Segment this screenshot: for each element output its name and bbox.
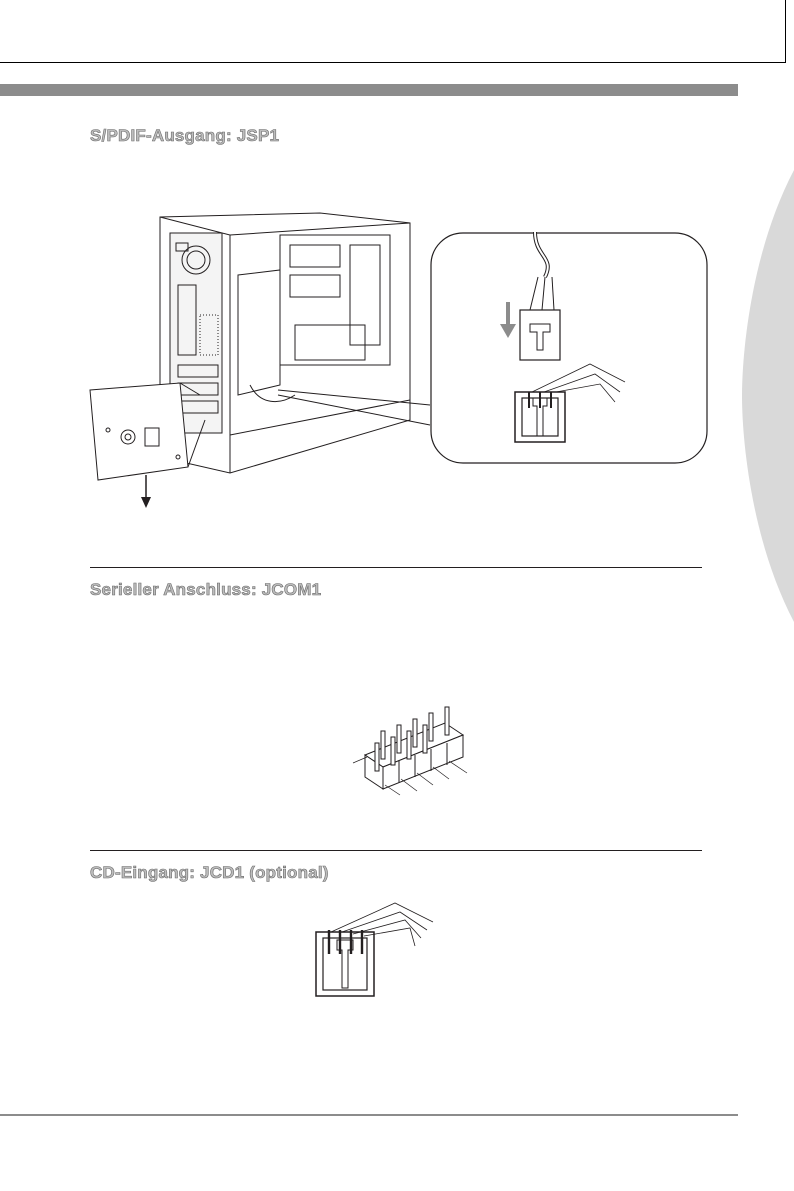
crop-mark-top (0, 62, 786, 63)
jcd1-connector (315, 900, 435, 1000)
section-divider-2 (90, 850, 702, 851)
spdif-connector-inset (430, 232, 708, 464)
section-heading-serial: Serieller Anschluss: JCOM1 (90, 580, 321, 600)
pc-case-illustration (80, 205, 430, 515)
side-tab (742, 170, 794, 622)
header-bar (0, 84, 738, 96)
section-heading-cd: CD-Eingang: JCD1 (optional) (90, 863, 329, 883)
jcom1-pin-header (345, 705, 475, 805)
section-heading-spdif: S/PDIF-Ausgang: JSP1 (90, 126, 279, 146)
crop-mark-right (785, 0, 786, 62)
section-divider-1 (90, 567, 702, 568)
footer-rule (0, 1114, 738, 1116)
